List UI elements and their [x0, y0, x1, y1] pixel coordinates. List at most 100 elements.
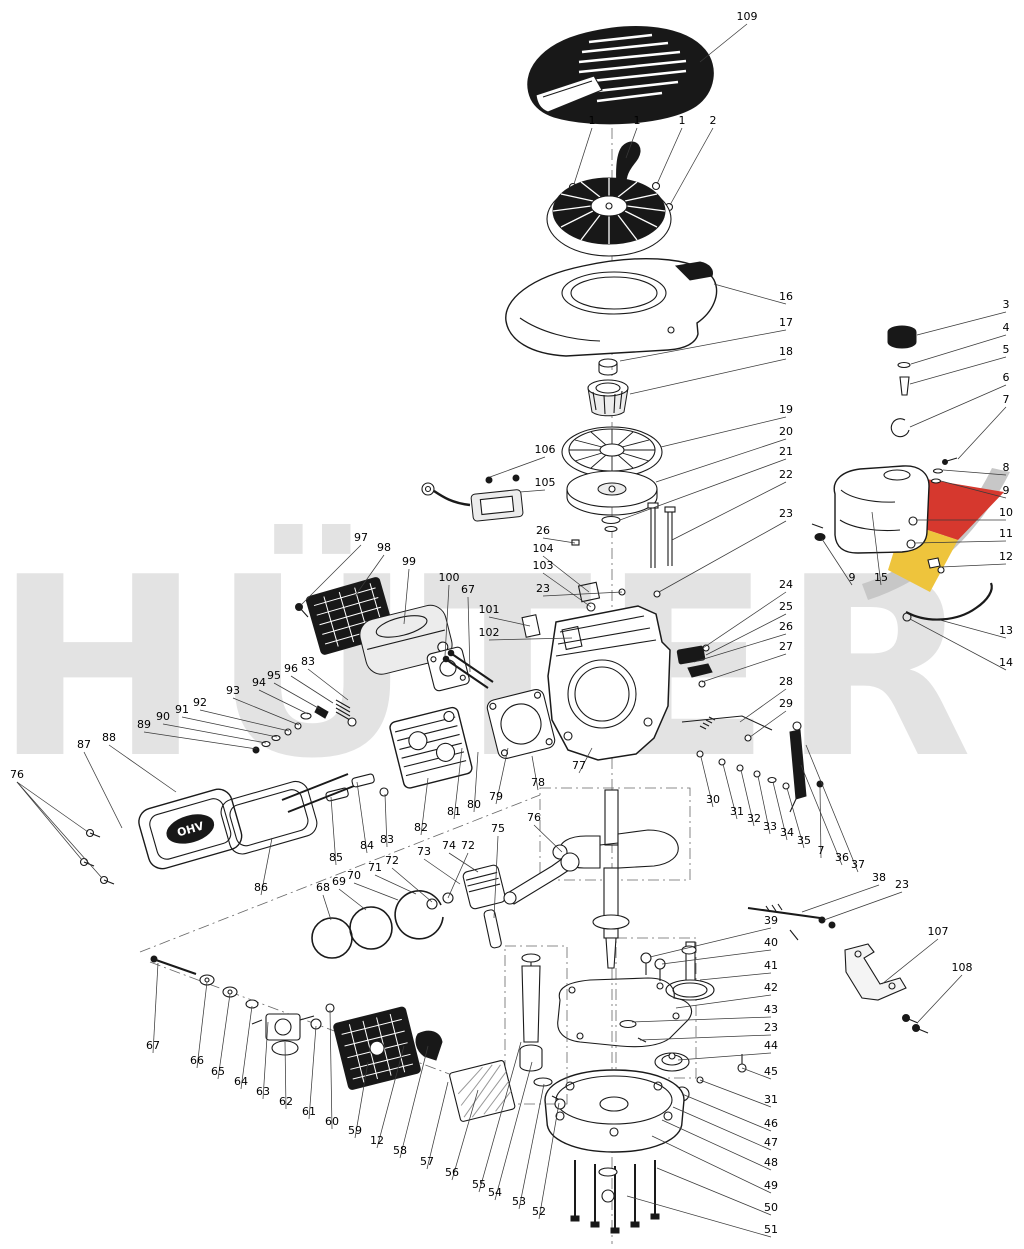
leader-line-48 — [661, 1119, 772, 1171]
callout-72: 72 — [385, 854, 399, 867]
callout-106: 106 — [535, 443, 556, 456]
leader-line-49 — [651, 1135, 772, 1194]
leader-line-29 — [749, 710, 787, 738]
part-flywheel-fan — [561, 426, 663, 478]
callout-94: 94 — [252, 676, 266, 689]
callout-70: 70 — [347, 869, 361, 882]
callout-6: 6 — [1003, 371, 1010, 384]
part-valve-cover-gasket — [220, 780, 318, 855]
leader-line-109 — [699, 23, 748, 63]
part-starter-cup — [587, 379, 629, 417]
leader-line-17 — [619, 329, 787, 362]
leader-line-38 — [801, 884, 880, 913]
leader-line-54 — [494, 1061, 533, 1201]
callout-78: 78 — [531, 776, 545, 789]
leader-line-53 — [518, 1083, 545, 1210]
leader-line-8 — [942, 469, 1007, 476]
part-governor-bracket — [676, 644, 713, 688]
leader-line-19 — [660, 416, 787, 448]
leader-line-76 — [533, 824, 563, 853]
callout-85: 85 — [329, 851, 343, 864]
callout-105: 105 — [535, 476, 556, 489]
leader-line-84 — [356, 781, 368, 854]
leader-line-6 — [909, 384, 1007, 428]
leader-line-108 — [917, 974, 963, 1023]
part-crankshaft — [552, 789, 679, 969]
leader-line-103 — [542, 572, 592, 608]
leader-line-82 — [420, 777, 429, 836]
callout-38: 38 — [872, 871, 886, 884]
leader-line-99 — [403, 568, 410, 625]
leader-line-75 — [493, 835, 499, 919]
leader-line-76 — [16, 781, 89, 833]
leader-line-94 — [258, 689, 309, 715]
leader-line-101 — [488, 616, 531, 627]
leader-line-100 — [444, 584, 450, 657]
callout-46: 46 — [764, 1117, 778, 1130]
part-valve-cover: OHV — [138, 788, 243, 870]
callout-16: 16 — [779, 290, 793, 303]
part-governor-rod — [747, 903, 836, 941]
leader-line-69 — [338, 888, 367, 911]
leader-line-9 — [940, 480, 1007, 499]
leader-line-23 — [658, 520, 787, 593]
leader-line-20 — [655, 438, 787, 483]
leader-line-55 — [478, 1041, 522, 1193]
part-mounting-bracket — [844, 943, 907, 1001]
leader-line-26 — [693, 633, 787, 663]
callout-80: 80 — [467, 798, 481, 811]
callout-54: 54 — [488, 1186, 502, 1199]
leader-line-50 — [656, 1167, 772, 1216]
callout-26: 26 — [536, 524, 550, 537]
leader-line-72 — [391, 867, 433, 903]
callout-87: 87 — [77, 738, 91, 751]
leader-line-62 — [284, 1041, 287, 1110]
callout-31: 31 — [764, 1093, 778, 1106]
part-bracket-bolts — [902, 1014, 929, 1034]
leader-line-47 — [672, 1106, 772, 1151]
leader-line-31 — [699, 1079, 772, 1108]
leader-line-24 — [702, 591, 787, 649]
callout-5: 5 — [1003, 343, 1010, 356]
callout-23: 23 — [536, 582, 550, 595]
callout-93: 93 — [226, 684, 240, 697]
callout-1: 1 — [679, 114, 686, 127]
callout-53: 53 — [512, 1195, 526, 1208]
leader-line-104 — [542, 555, 590, 593]
callout-3: 3 — [1003, 298, 1010, 311]
callout-72: 72 — [461, 839, 475, 852]
callout-74: 74 — [442, 839, 456, 852]
leader-line-86 — [260, 837, 273, 896]
callout-47: 47 — [764, 1136, 778, 1149]
leader-line-18 — [629, 358, 787, 395]
leader-line-28 — [739, 688, 787, 723]
leader-line-21 — [619, 458, 787, 521]
leader-line-14 — [909, 618, 1007, 671]
leader-line-25 — [705, 613, 787, 656]
part-filter-element — [449, 1060, 516, 1122]
callout-103: 103 — [533, 559, 554, 572]
leader-line-106 — [489, 456, 546, 478]
leader-line-43 — [631, 1016, 772, 1023]
callout-81: 81 — [447, 805, 461, 818]
callout-101: 101 — [479, 603, 500, 616]
part-starter-cup-washer — [598, 358, 618, 376]
callout-69: 69 — [332, 875, 346, 888]
part-cylinder-head — [389, 706, 473, 789]
callout-51: 51 — [764, 1223, 778, 1236]
callout-13: 13 — [999, 624, 1013, 637]
leader-line-89 — [143, 731, 258, 750]
callout-1: 1 — [634, 114, 641, 127]
callout-49: 49 — [764, 1179, 778, 1192]
callout-75: 75 — [491, 822, 505, 835]
callout-68: 68 — [316, 881, 330, 894]
leader-line-4 — [910, 334, 1007, 365]
part-head-gasket — [486, 689, 556, 759]
callout-91: 91 — [175, 703, 189, 716]
callout-7: 7 — [1003, 393, 1010, 406]
callout-60: 60 — [325, 1115, 339, 1128]
callout-44: 44 — [764, 1039, 778, 1052]
callout-12: 12 — [370, 1134, 384, 1147]
callout-55: 55 — [472, 1178, 486, 1191]
